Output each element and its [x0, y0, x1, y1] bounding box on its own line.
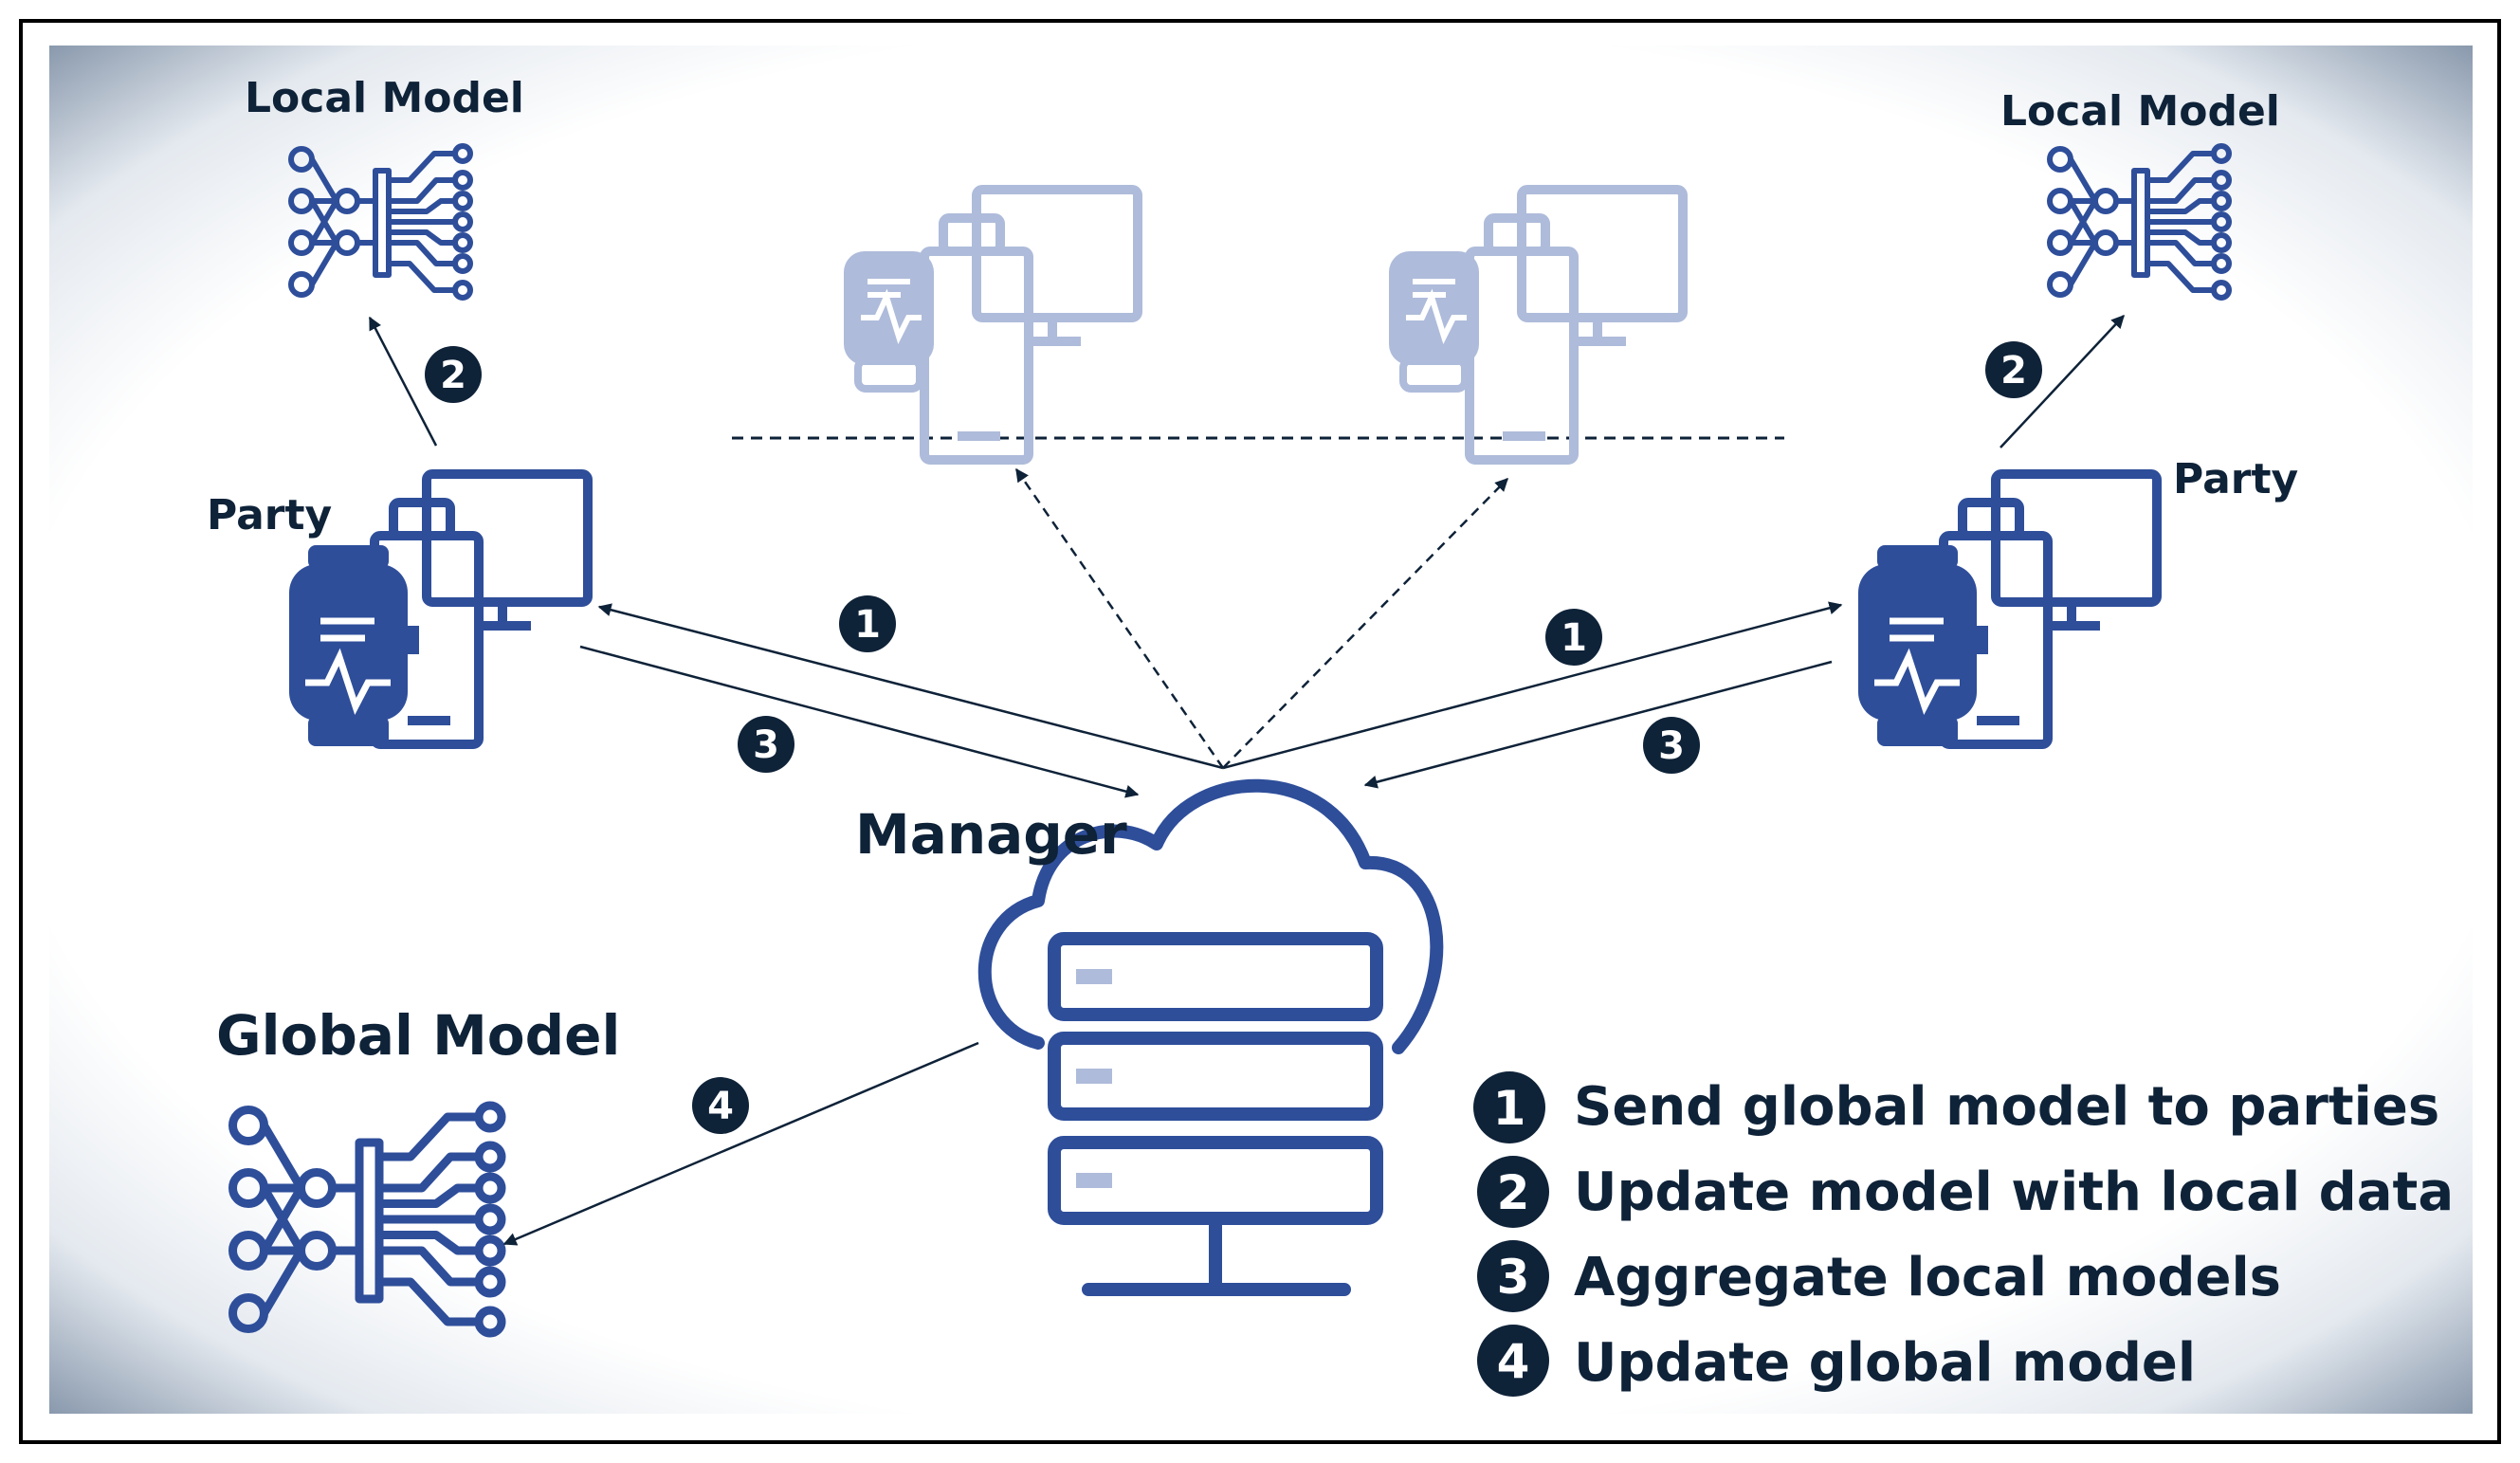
arrow-step1-to-left-party [597, 603, 1224, 770]
manager-label: Manager [855, 802, 1127, 867]
global-model-label: Global Model [216, 1003, 620, 1068]
manager-cloud-server-icon [977, 778, 1444, 1296]
svg-text:3: 3 [1497, 1250, 1530, 1305]
step-badge-3-left: 3 [738, 716, 794, 773]
step-badge-4: 4 [692, 1077, 749, 1134]
party-left-device-icon [289, 474, 588, 746]
step-badge-2-right: 2 [1985, 341, 2042, 398]
party-left-label: Party [207, 491, 332, 539]
arrow-step4-global-model [502, 1041, 979, 1246]
server-led-2 [1076, 1069, 1112, 1084]
local-model-left-label: Local Model [245, 74, 524, 122]
svg-text:1: 1 [1561, 616, 1587, 660]
svg-text:1: 1 [854, 603, 881, 647]
legend-item-2: 2 Update model with local data [1477, 1156, 2454, 1228]
svg-text:1: 1 [1493, 1081, 1526, 1136]
step-badge-2-left: 2 [425, 346, 482, 403]
svg-text:4: 4 [707, 1085, 734, 1128]
arrow-step3-from-left-party [579, 645, 1140, 798]
server-rack-1 [1048, 932, 1383, 1021]
step-badge-3-right: 3 [1643, 717, 1700, 774]
svg-text:2: 2 [1497, 1165, 1530, 1220]
dashed-arrow-to-faded-party-1 [1014, 467, 1225, 769]
svg-text:3: 3 [753, 723, 779, 767]
cloud-outline [977, 778, 1444, 1054]
arrow-step2-right-local-model [2000, 314, 2125, 448]
server-led-3 [1076, 1173, 1112, 1188]
legend-item-3: 3 Aggregate local models [1477, 1240, 2281, 1312]
dashed-arrow-to-faded-party-2 [1222, 478, 1508, 769]
legend-item-1: 1 Send global model to parties [1473, 1071, 2439, 1143]
legend-item-4: 4 Update global model [1477, 1325, 2196, 1397]
legend-text-2: Update model with local data [1574, 1161, 2454, 1223]
party-right-device-icon [1858, 474, 2157, 746]
svg-text:4: 4 [1497, 1334, 1530, 1389]
legend-text-4: Update global model [1574, 1332, 2196, 1394]
party-right-label: Party [2173, 455, 2298, 503]
local-model-right-label: Local Model [2000, 87, 2280, 136]
arrow-step2-left-local-model [368, 316, 438, 447]
arrow-step3-from-right-party [1363, 660, 1833, 789]
step-badge-1-left: 1 [839, 595, 896, 652]
svg-text:3: 3 [1658, 724, 1685, 768]
arrow-step1-to-right-party [1222, 601, 1843, 770]
server-led-1 [1076, 969, 1112, 984]
faded-party-device-icon-1 [844, 190, 1138, 460]
faded-party-device-icon-2 [1389, 190, 1683, 460]
legend: 1 Send global model to parties 2 Update … [1473, 1071, 2454, 1397]
server-rack-2 [1048, 1032, 1383, 1121]
legend-text-3: Aggregate local models [1574, 1247, 2281, 1308]
svg-text:2: 2 [2000, 349, 2027, 393]
legend-text-1: Send global model to parties [1574, 1076, 2439, 1138]
step-badge-1-right: 1 [1545, 609, 1602, 666]
svg-text:2: 2 [440, 354, 466, 397]
